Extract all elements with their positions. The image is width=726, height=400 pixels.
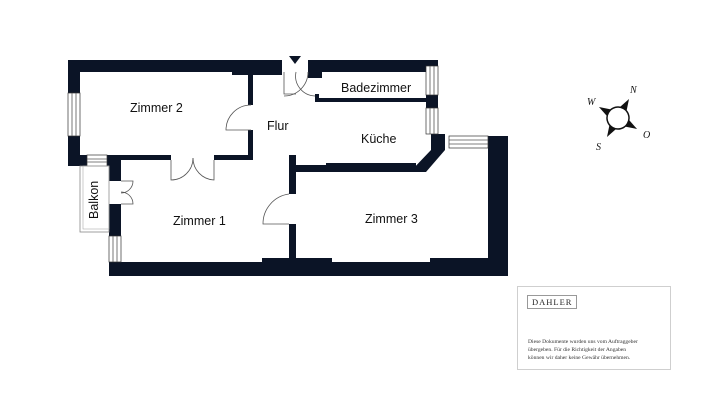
compass-north: N xyxy=(629,85,638,96)
windows xyxy=(67,65,489,263)
room-label-zimmer3: Zimmer 3 xyxy=(365,212,418,226)
room-label-balkon: Balkon xyxy=(87,181,101,219)
compass-west: W xyxy=(587,97,597,108)
compass-south: S xyxy=(596,142,601,153)
balkon-outline xyxy=(79,165,110,233)
disclaimer-line: übergeben. Für die Richtigkeit der Angab… xyxy=(528,347,627,353)
entrance-arrow-icon xyxy=(289,56,301,64)
room-label-flur: Flur xyxy=(267,119,289,133)
disclaimer-line: Diese Dokumente wurden uns vom Auftragge… xyxy=(528,339,638,345)
doors xyxy=(120,56,316,225)
walls xyxy=(68,60,508,276)
room-labels: Zimmer 2 Flur Badezimmer Küche Zimmer 1 … xyxy=(87,81,418,228)
room-label-badezimmer: Badezimmer xyxy=(341,81,411,95)
disclaimer-box: DAHLER Diese Dokumente wurden uns vom Au… xyxy=(517,286,671,370)
compass-east: O xyxy=(643,130,650,141)
compass-icon: N W S O xyxy=(587,85,650,153)
room-label-zimmer2: Zimmer 2 xyxy=(130,101,183,115)
disclaimer-text: Diese Dokumente wurden uns vom Auftragge… xyxy=(528,338,668,362)
dahler-logo: DAHLER xyxy=(527,295,578,309)
room-label-zimmer1: Zimmer 1 xyxy=(173,214,226,228)
room-label-kueche: Küche xyxy=(361,132,396,146)
disclaimer-line: können wir daher keine Gewähr übernehmen… xyxy=(528,355,631,361)
